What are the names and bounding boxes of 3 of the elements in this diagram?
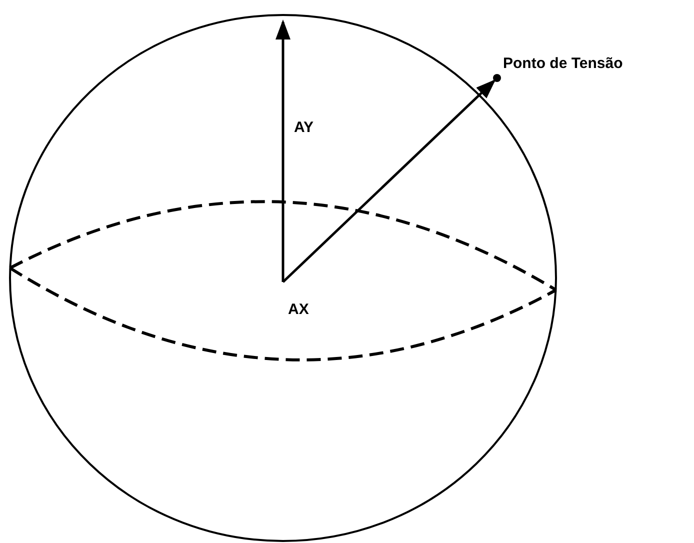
vector-label: AX	[288, 302, 309, 317]
point-label: Ponto de Tensão	[503, 56, 623, 71]
vector-label: AY	[294, 120, 314, 135]
